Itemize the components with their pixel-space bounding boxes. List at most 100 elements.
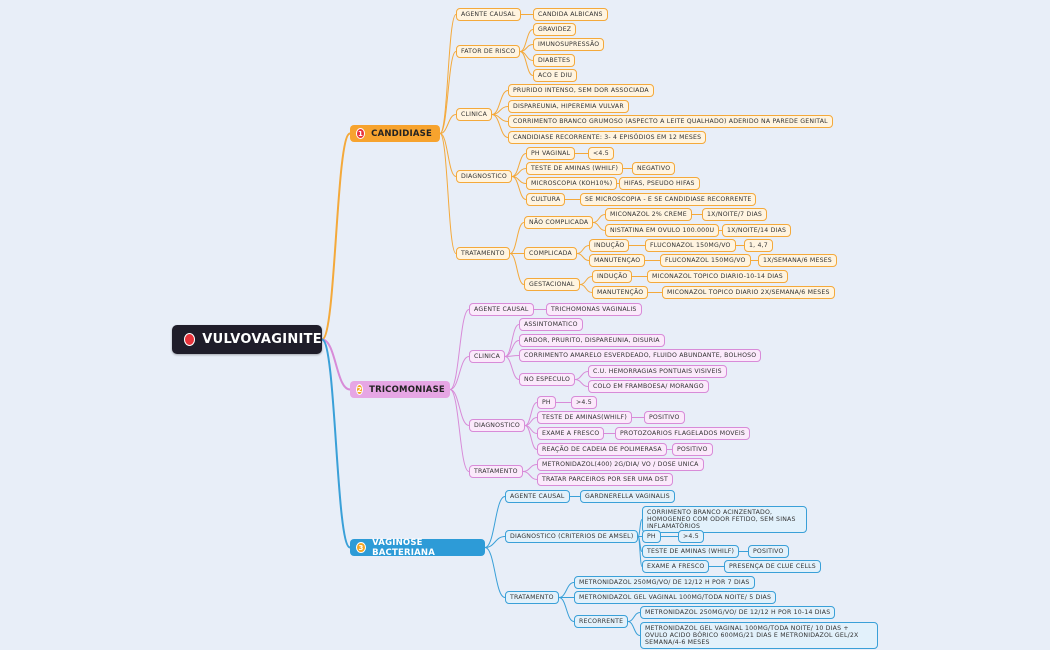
tricomoniase-diagnostico[interactable]: DIAGNOSTICO	[469, 419, 525, 433]
tricomoniase-clinica[interactable]: CLINICA	[469, 350, 505, 364]
connector-vaginose-metro-vo	[558, 582, 575, 598]
tricomoniase-especulo[interactable]: NO ESPECULO	[519, 373, 576, 387]
vaginose-diagnostico[interactable]: DIAGNOSTICO (CRITERIOS DE AMSEL)	[505, 530, 639, 544]
tricomoniase-trichomonas[interactable]: TRICHOMONAS VAGINALIS	[546, 303, 642, 317]
candidiase-fluconazol-1-dose[interactable]: 1, 4,7	[744, 239, 773, 253]
connector-vaginose-rec-vo	[627, 612, 641, 622]
candidiase-recorrente[interactable]: CANDIDIASE RECORRENTE: 3- 4 EPISÓDIOS EM…	[508, 131, 707, 145]
tricomoniase-cu[interactable]: C.U. HEMORRAGIAS PONTUAIS VISIVEIS	[588, 365, 727, 379]
connector-candidiase-g-manutencao	[579, 284, 593, 293]
vaginose-rec-gel[interactable]: METRONIDAZOL GEL VAGINAL 100MG/TODA NOIT…	[640, 622, 878, 650]
vaginose-corrimento[interactable]: CORRIMENTO BRANCO ACINZENTADO, HOMOGENEO…	[642, 506, 807, 534]
tricomoniase-assintomatico[interactable]: ASSINTOMATICO	[519, 318, 583, 332]
vaginose-positivo[interactable]: POSITIVO	[748, 545, 789, 559]
candidiase-nistatina[interactable]: NISTATINA EM OVULO 100.000U	[605, 224, 720, 238]
tricomoniase-metronidazol[interactable]: METRONIDAZOL(400) 2G/DIA/ VO / DOSE UNIC…	[537, 458, 704, 472]
candidiase-fluconazol-1[interactable]: FLUCONAZOL 150MG/VO	[645, 239, 736, 253]
tricomoniase-corrimento[interactable]: CORRIMENTO AMARELO ESVERDEADO, FLUIDO AB…	[519, 349, 762, 363]
tricomoniase-exame-fresco[interactable]: EXAME A FRESCO	[537, 427, 605, 441]
branch-vaginose[interactable]: 3 VAGINOSE BACTERIANA	[350, 538, 485, 558]
candidiase-corrimento[interactable]: CORRIMENTO BRANCO GRUMOSO (ASPECTO A LEI…	[508, 115, 833, 129]
vaginose-clue-cells[interactable]: PRESENÇA DE CLUE CELLS	[724, 560, 821, 574]
red-dot-icon	[184, 333, 196, 346]
candidiase-gravidez[interactable]: GRAVIDEZ	[533, 23, 577, 37]
candidiase-complicada[interactable]: COMPLICADA	[524, 247, 577, 261]
candidiase-nistatina-dose[interactable]: 1X/NOITE/14 DIAS	[722, 224, 792, 238]
candidiase-prurido[interactable]: PRURIDO INTENSO, SEM DOR ASSOCIADA	[508, 84, 654, 98]
candidiase-cultura[interactable]: CULTURA	[526, 193, 566, 207]
tricomoniase-positivo-1[interactable]: POSITIVO	[644, 411, 685, 425]
tricomoniase-pcr[interactable]: REAÇÃO DE CADEIA DE POLIMERASA	[537, 443, 667, 457]
candidiase-imunossupressao[interactable]: IMUNOSUPRESSÃO	[533, 38, 605, 52]
connector-candidiase-nao-complicada	[509, 222, 525, 254]
candidiase-fluconazol-2[interactable]: FLUCONAZOL 150MG/VO	[660, 254, 751, 268]
number-badge-icon: 3	[356, 542, 367, 553]
tricomoniase-protozoarios[interactable]: PROTOZOARIOS FLAGELADOS MOVEIS	[615, 427, 750, 441]
candidiase-fator-de-risco[interactable]: FATOR DE RISCO	[456, 45, 521, 59]
root-node[interactable]: VULVOVAGINITE	[172, 325, 322, 354]
vaginose-gardnerella[interactable]: GARDNERELLA VAGINALIS	[580, 490, 675, 504]
candidiase-negativo[interactable]: NEGATIVO	[632, 162, 676, 176]
candidiase-diagnostico[interactable]: DIAGNOSTICO	[456, 170, 512, 184]
branch-tricomoniase[interactable]: 2 TRICOMONIASE	[350, 381, 450, 398]
candidiase-cultura-desc[interactable]: SE MICROSCOPIA - E SE CANDIDIASE RECORRE…	[580, 193, 757, 207]
connector-candidiase-nistatina	[592, 222, 606, 231]
candidiase-fluconazol-2-dose[interactable]: 1X/SEMANA/6 MESES	[758, 254, 837, 268]
connector-candidiase-manutencao	[576, 253, 590, 261]
vaginose-ph[interactable]: PH	[642, 530, 661, 544]
candidiase-manutencao[interactable]: MANUTENÇAO	[589, 254, 646, 268]
candidiase-g-manutencao-desc[interactable]: MICONAZOL TOPICO DIARIO 2X/SEMANA/6 MESE…	[662, 286, 835, 300]
candidiase-tratamento[interactable]: TRATAMENTO	[456, 247, 510, 261]
tricomoniase-ph[interactable]: PH	[537, 396, 556, 410]
candidiase-ph-vaginal[interactable]: PH VAGINAL	[526, 147, 576, 161]
candidiase-teste-aminas[interactable]: TESTE DE AMINAS (WHILF)	[526, 162, 624, 176]
candidiase-miconazol[interactable]: MICONAZOL 2% CREME	[605, 208, 692, 222]
vaginose-recorrente[interactable]: RECORRENTE	[574, 615, 629, 629]
candidiase-ph-value[interactable]: <4.5	[588, 147, 614, 161]
number-badge-icon: 1	[356, 128, 366, 139]
vaginose-exame-fresco[interactable]: EXAME A FRESCO	[642, 560, 710, 574]
candidiase-hifas[interactable]: HIFAS, PSEUDO HIFAS	[619, 177, 700, 191]
connector-tricomoniase-parceiros	[522, 471, 538, 480]
candidiase-diabetes[interactable]: DIABETES	[533, 54, 576, 68]
connector-tricomoniase-assintomatico	[504, 324, 520, 357]
tricomoniase-teste-aminas[interactable]: TESTE DE AMINAS(WHILF)	[537, 411, 632, 425]
connector-candidiase-gestacional	[509, 253, 525, 285]
tricomoniase-ph-value[interactable]: >4.5	[571, 396, 597, 410]
connector-branch-tricomoniase	[321, 338, 351, 391]
vaginose-metro-gel[interactable]: METRONIDAZOL GEL VAGINAL 100MG/TODA NOIT…	[574, 591, 777, 605]
branch-candidiase[interactable]: 1 CANDIDIASE	[350, 125, 440, 142]
connector-candidiase-cultura	[511, 176, 527, 200]
tricomoniase-tratamento[interactable]: TRATAMENTO	[469, 465, 523, 479]
connector-branch-candidiase	[321, 132, 351, 341]
candidiase-candida-albicans[interactable]: CANDIDA ALBICANS	[533, 8, 608, 22]
candidiase-dispareunia[interactable]: DISPAREUNIA, HIPEREMIA VULVAR	[508, 100, 629, 114]
candidiase-inducao[interactable]: INDUÇÃO	[589, 239, 630, 253]
candidiase-gestacional[interactable]: GESTACIONAL	[524, 278, 580, 292]
tricomoniase-colo[interactable]: COLO EM FRAMBOESA/ MORANGO	[588, 380, 709, 394]
branch-label: TRICOMONIASE	[369, 384, 445, 395]
vaginose-agente-causal[interactable]: AGENTE CAUSAL	[505, 490, 570, 504]
candidiase-miconazol-dose[interactable]: 1X/NOITE/7 DIAS	[702, 208, 768, 222]
tricomoniase-ardor[interactable]: ARDOR, PRURITO, DISPAREUNIA, DISURIA	[519, 334, 665, 348]
candidiase-nao-complicada[interactable]: NÃO COMPLICADA	[524, 216, 594, 230]
candidiase-g-inducao-desc[interactable]: MICONAZOL TOPICO DIARIO-10-14 DIAS	[647, 270, 788, 284]
connector-candidiase-recorrente	[491, 114, 509, 138]
candidiase-g-manutencao[interactable]: MANUTENÇÃO	[592, 286, 649, 300]
tricomoniase-parceiros[interactable]: TRATAR PARCEIROS POR SER UMA DST	[537, 473, 673, 487]
vaginose-metro-vo[interactable]: METRONIDAZOL 250MG/VO/ DE 12/12 H POR 7 …	[574, 576, 755, 590]
tricomoniase-positivo-2[interactable]: POSITIVO	[672, 443, 713, 457]
candidiase-clinica[interactable]: CLINICA	[456, 108, 492, 122]
candidiase-aco-diu[interactable]: ACO E DIU	[533, 69, 578, 83]
candidiase-agente-causal[interactable]: AGENTE CAUSAL	[456, 8, 521, 22]
connector-tricomoniase-clinica	[449, 356, 470, 390]
tricomoniase-agente-causal[interactable]: AGENTE CAUSAL	[469, 303, 534, 317]
vaginose-teste-aminas[interactable]: TESTE DE AMINAS (WHILF)	[642, 545, 740, 559]
candidiase-microscopia[interactable]: MICROSCOPIA (KOH10%)	[526, 177, 618, 191]
vaginose-ph-value[interactable]: >4.5	[678, 530, 704, 544]
vaginose-rec-vo[interactable]: METRONIDAZOL 250MG/VO/ DE 12/12 H POR 10…	[640, 606, 836, 620]
connector-vaginose-diagnostico	[484, 536, 506, 548]
vaginose-tratamento[interactable]: TRATAMENTO	[505, 591, 559, 605]
candidiase-g-inducao[interactable]: INDUÇÃO	[592, 270, 633, 284]
